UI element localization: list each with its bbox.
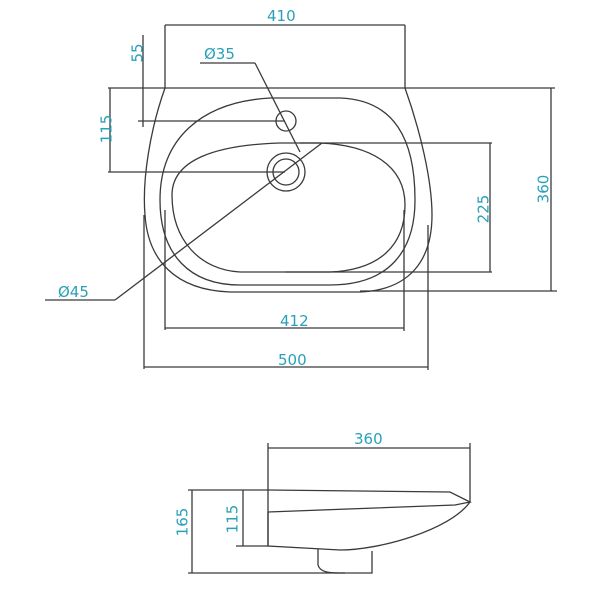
dim-side-total-height: 165 — [173, 507, 192, 537]
dim-tap-hole-diameter: Ø35 — [204, 45, 235, 63]
dim-total-depth: 360 — [534, 174, 553, 204]
dim-back-width: 410 — [267, 7, 296, 25]
dim-total-width: 500 — [278, 351, 307, 369]
dim-drain-offset: 115 — [97, 114, 116, 144]
dim-drain-diameter: Ø45 — [58, 283, 89, 301]
dim-side-depth: 360 — [354, 430, 383, 448]
dim-bowl-depth: 225 — [474, 194, 493, 224]
dim-tap-hole-offset: 55 — [128, 43, 147, 63]
dim-side-bowl-height: 115 — [223, 504, 242, 534]
dim-bowl-width: 412 — [280, 312, 309, 330]
